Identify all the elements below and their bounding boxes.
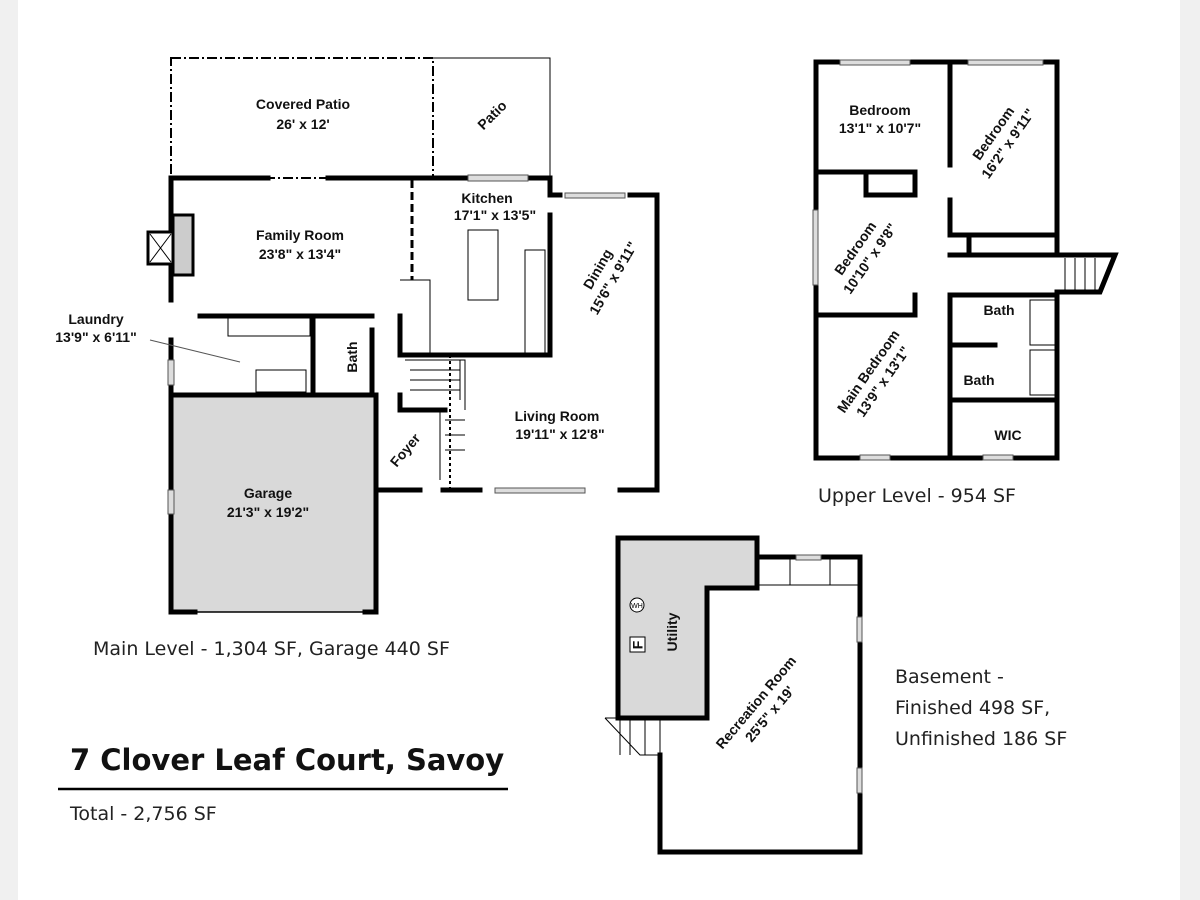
garage-size: 21'3" x 19'2": [227, 504, 309, 520]
upper-level-caption: Upper Level - 954 SF: [818, 485, 1016, 507]
family-room-label: Family Room: [256, 227, 344, 243]
main-level-caption: Main Level - 1,304 SF, Garage 440 SF: [93, 638, 450, 660]
garage-label: Garage: [244, 485, 292, 501]
upper-level-plan: [812, 59, 1119, 461]
furnace-icon: [629, 636, 646, 653]
stairs: [400, 279, 466, 480]
covered-patio-label: Covered Patio: [256, 96, 350, 112]
bedroom-label: Bedroom: [849, 102, 910, 118]
bath-label: Bath: [344, 341, 360, 372]
water-heater-label: WH: [631, 603, 643, 610]
kitchen-label: Kitchen: [461, 190, 512, 206]
basement-stairs: [604, 717, 661, 756]
kitchen-island: [467, 229, 499, 301]
living-room-label: Living Room: [515, 408, 600, 424]
laundry-size: 13'9" x 6'11": [55, 329, 136, 345]
window: [795, 554, 822, 561]
water-heater-icon: [629, 597, 645, 613]
garage-floor: [171, 395, 376, 612]
window: [467, 174, 529, 182]
basement-plan: WH F: [604, 535, 863, 855]
recreation-walls: [657, 554, 863, 855]
main-level-plan: [146, 57, 660, 615]
bedroom-size: 13'1" x 10'7": [839, 120, 921, 136]
total-area: Total - 2,756 SF: [69, 803, 217, 825]
bathtub: [1029, 349, 1056, 396]
window: [859, 454, 891, 461]
upper-stair-wall: [947, 252, 1119, 295]
window: [856, 616, 863, 643]
window: [967, 59, 1044, 66]
covered-patio-outline: [170, 57, 434, 179]
basement-unfinished-caption: Unfinished 186 SF: [895, 728, 1067, 750]
basement-finished-caption: Finished 498 SF,: [895, 697, 1050, 719]
washer-dryer: [255, 369, 307, 393]
main-exterior-wall: [168, 175, 660, 493]
window: [167, 489, 175, 515]
foyer-label: Foyer: [387, 430, 424, 470]
basement-nook: [757, 557, 860, 586]
furnace-label: F: [630, 640, 646, 649]
patio-label: Patio: [474, 97, 510, 133]
property-title: 7 Clover Leaf Court, Savoy: [70, 743, 504, 777]
wic-label: WIC: [994, 427, 1021, 443]
living-room-size: 19'11" x 12'8": [515, 426, 604, 442]
bath-label: Bath: [983, 302, 1014, 318]
laundry-label: Laundry: [68, 311, 123, 327]
window: [839, 59, 911, 66]
utility-area: [615, 535, 760, 721]
basement-caption: Basement -: [895, 666, 1004, 688]
window: [856, 767, 863, 794]
upper-interior-walls: [813, 59, 1060, 461]
utility-label: Utility: [664, 612, 680, 651]
bath-label: Bath: [963, 372, 994, 388]
family-room-size: 23'8" x 13'4": [259, 246, 341, 262]
foyer-wall: [397, 392, 448, 413]
kitchen-size: 17'1" x 13'5": [454, 207, 536, 223]
laundry-pointer-arrow: [149, 339, 241, 363]
covered-patio-size: 26' x 12': [276, 116, 329, 132]
bathtub: [1029, 299, 1056, 346]
window: [812, 209, 819, 286]
kitchen-counter: [524, 249, 546, 356]
window: [494, 487, 586, 494]
kitchen-walls: [397, 212, 553, 358]
patio-outline: [433, 57, 551, 178]
window: [982, 454, 1014, 461]
window: [167, 359, 175, 386]
upper-stairs: [1064, 258, 1096, 290]
window: [564, 192, 626, 199]
fireplace-icon: [146, 213, 195, 277]
laundry-counter: [227, 315, 311, 337]
